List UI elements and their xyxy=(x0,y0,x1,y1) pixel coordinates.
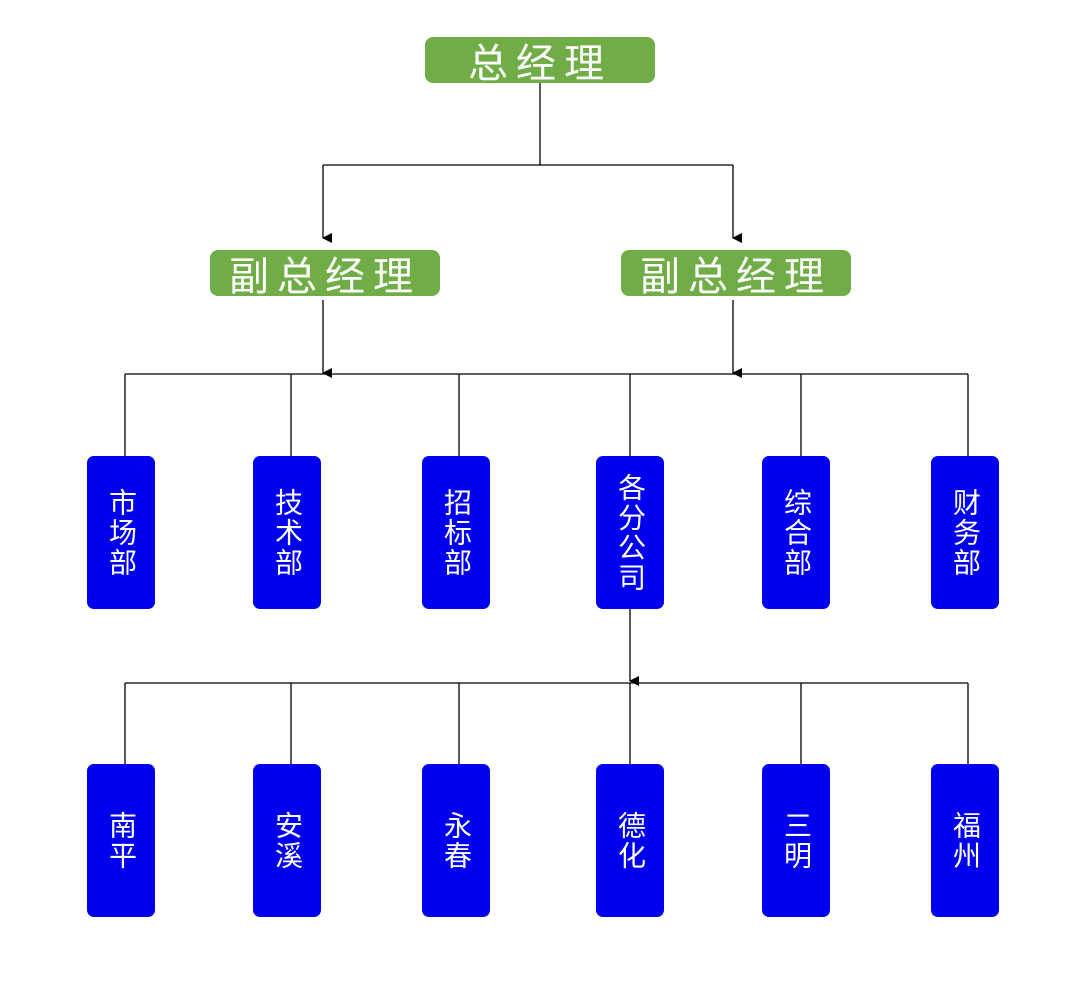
department-label: 招标部 xyxy=(440,487,473,578)
department-label: 财务部 xyxy=(949,487,982,578)
branch-label: 三明 xyxy=(780,810,813,871)
department-box: 市场部 xyxy=(87,456,155,609)
branch-label: 福州 xyxy=(949,810,982,871)
department-box: 综合部 xyxy=(762,456,830,609)
branch-box: 南平 xyxy=(87,764,155,917)
branch-box: 三明 xyxy=(762,764,830,917)
deputy-manager-label: 副总经理 xyxy=(640,254,832,300)
department-label: 技术部 xyxy=(271,487,304,578)
branch-label: 永春 xyxy=(440,810,473,871)
department-box: 财务部 xyxy=(931,456,999,609)
department-box: 招标部 xyxy=(422,456,490,609)
general-manager-box: 总经理 xyxy=(425,37,655,87)
branch-box: 福州 xyxy=(931,764,999,917)
branch-label: 南平 xyxy=(105,810,138,871)
branch-box: 永春 xyxy=(422,764,490,917)
deputy-manager-label: 副总经理 xyxy=(229,254,421,300)
department-label: 综合部 xyxy=(780,487,813,578)
deputy-manager-box: 副总经理 xyxy=(621,250,851,300)
department-box: 技术部 xyxy=(253,456,321,609)
general-manager-label: 总经理 xyxy=(468,41,612,87)
deputy-manager-box: 副总经理 xyxy=(210,250,440,300)
branch-label: 德化 xyxy=(614,810,647,871)
department-label: 各分公司 xyxy=(614,472,647,593)
branch-box: 德化 xyxy=(596,764,664,917)
branch-label: 安溪 xyxy=(271,810,304,871)
branch-box: 安溪 xyxy=(253,764,321,917)
department-label: 市场部 xyxy=(105,487,138,578)
department-box: 各分公司 xyxy=(596,456,664,609)
